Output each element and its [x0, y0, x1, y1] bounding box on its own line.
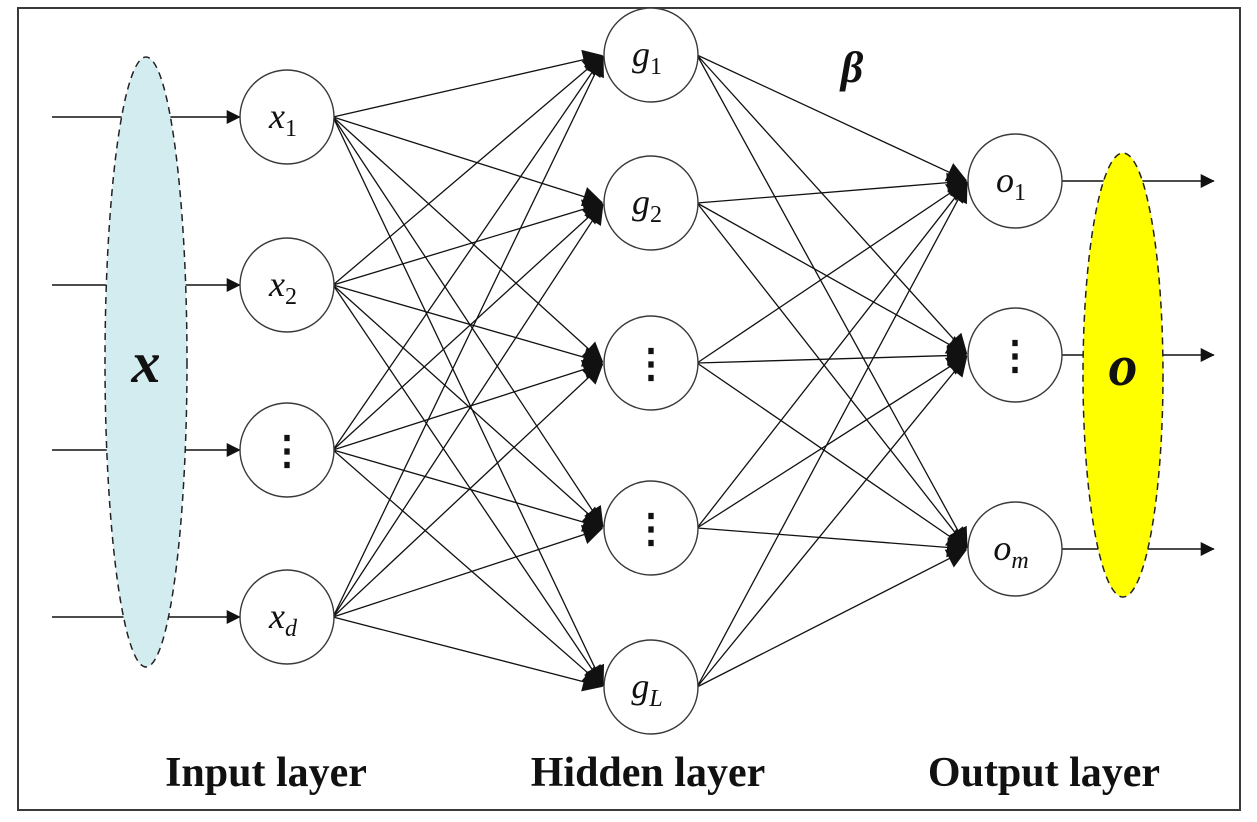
input-hidden-edge-1-0	[332, 55, 604, 286]
hidden-node-subscript: 1	[650, 54, 662, 80]
input-node-label: xd	[268, 596, 298, 642]
hidden-node-symbol: g	[632, 182, 650, 222]
hidden-output-edge-2-2	[696, 362, 968, 549]
output-node-circle	[967, 133, 1063, 229]
input-node-dots: ⋮	[267, 428, 307, 473]
input-hidden-edge-0-2	[332, 116, 604, 363]
hidden-node-subscript: 2	[650, 202, 662, 228]
hidden-node-circle	[603, 7, 699, 103]
hidden-node-circle	[603, 639, 699, 735]
connection-edges	[332, 49, 968, 692]
output-node-0: o1	[967, 133, 1063, 229]
hidden-output-edge-2-0	[696, 181, 968, 364]
hidden-node-3: ⋮	[603, 480, 699, 576]
input-hidden-edge-0-3	[332, 116, 604, 528]
input-hidden-edge-1-2	[332, 284, 604, 367]
input-hidden-edge-3-4	[332, 616, 604, 692]
hidden-node-2: ⋮	[603, 315, 699, 411]
hidden-node-4: gL	[603, 639, 699, 735]
input-hidden-edge-0-1	[332, 116, 604, 207]
output-node-circle	[967, 307, 1063, 403]
hidden-node-label: gL	[631, 666, 662, 712]
input-node-3: xd	[239, 569, 335, 665]
output-node-label: o1	[996, 160, 1026, 206]
output-node-subscript: 1	[1014, 180, 1026, 206]
input-hidden-edge-3-1	[332, 203, 604, 618]
input-hidden-edge-2-2	[332, 359, 604, 451]
input-node-1: x2	[239, 237, 335, 333]
output-node-symbol: o	[996, 160, 1014, 200]
hidden-node-label: g2	[632, 182, 662, 228]
output-node-dots: ⋮	[995, 333, 1035, 378]
input-node-subscript: d	[285, 616, 298, 642]
hidden-output-edge-1-1	[696, 202, 968, 355]
hidden-output-edge-4-1	[696, 355, 968, 688]
output-node-circle	[967, 501, 1063, 597]
hidden-output-edge-3-1	[696, 355, 968, 529]
input-node-label: x2	[268, 264, 297, 310]
input-vector-ellipse	[104, 56, 188, 668]
output-node-symbol: o	[993, 528, 1011, 568]
input-layer-label: Input layer	[165, 750, 367, 796]
output-node-label: om	[993, 528, 1028, 574]
hidden-output-edge-0-2	[696, 54, 968, 549]
hidden-output-edge-3-0	[696, 181, 968, 529]
output-node-2: om	[967, 501, 1063, 597]
input-node-symbol: x	[268, 96, 285, 136]
hidden-node-subscript: L	[648, 686, 662, 712]
hidden-output-edge-1-2	[696, 202, 968, 549]
input-node-circle	[239, 69, 335, 165]
hidden-output-edge-3-2	[697, 527, 968, 558]
input-node-circle	[239, 569, 335, 665]
hidden-output-edge-0-0	[696, 54, 968, 182]
hidden-node-symbol: g	[632, 34, 650, 74]
hidden-node-label: g1	[632, 34, 662, 80]
input-node-0: x1	[239, 69, 335, 165]
hidden-layer-label: Hidden layer	[531, 750, 766, 796]
input-hidden-edge-2-4	[332, 449, 604, 687]
input-hidden-edge-1-3	[332, 284, 604, 528]
input-node-subscript: 1	[285, 116, 297, 142]
input-node-circle	[239, 402, 335, 498]
input-node-symbol: x	[268, 596, 285, 636]
hidden-node-circle	[603, 155, 699, 251]
input-hidden-edge-3-0	[332, 55, 604, 618]
hidden-output-edge-2-1	[697, 345, 968, 366]
weight-label-beta: β	[839, 43, 864, 92]
input-node-subscript: 2	[285, 284, 297, 310]
hidden-node-circle	[603, 315, 699, 411]
input-node-2: ⋮	[239, 402, 335, 498]
hidden-output-edge-4-0	[696, 181, 968, 688]
input-vector-label: x	[131, 330, 161, 395]
input-hidden-edge-0-0	[332, 49, 604, 118]
input-hidden-edge-3-2	[332, 363, 604, 618]
hidden-output-edge-1-0	[697, 172, 968, 204]
hidden-output-edge-0-1	[696, 54, 968, 355]
input-node-circle	[239, 237, 335, 333]
hidden-node-1: g2	[603, 155, 699, 251]
input-hidden-edge-1-1	[332, 199, 604, 286]
hidden-node-circle	[603, 480, 699, 576]
output-node-1: ⋮	[967, 307, 1063, 403]
hidden-node-dots: ⋮	[631, 341, 671, 386]
output-layer-label: Output layer	[928, 750, 1160, 796]
input-hidden-edge-2-3	[332, 449, 604, 532]
input-hidden-edge-1-4	[332, 284, 604, 687]
hidden-node-symbol: g	[631, 666, 649, 706]
hidden-output-edge-4-2	[696, 549, 968, 688]
input-hidden-edge-3-3	[332, 525, 604, 618]
hidden-node-dots: ⋮	[631, 506, 671, 551]
input-node-symbol: x	[268, 264, 285, 304]
input-hidden-edge-2-1	[332, 203, 604, 451]
hidden-node-0: g1	[603, 7, 699, 103]
input-hidden-edge-2-0	[332, 55, 604, 451]
input-hidden-edge-0-4	[332, 116, 605, 687]
output-vector-label: o	[1109, 333, 1138, 398]
input-node-label: x1	[268, 96, 297, 142]
output-node-subscript: m	[1011, 548, 1028, 574]
output-vector-ellipse	[1082, 152, 1164, 598]
